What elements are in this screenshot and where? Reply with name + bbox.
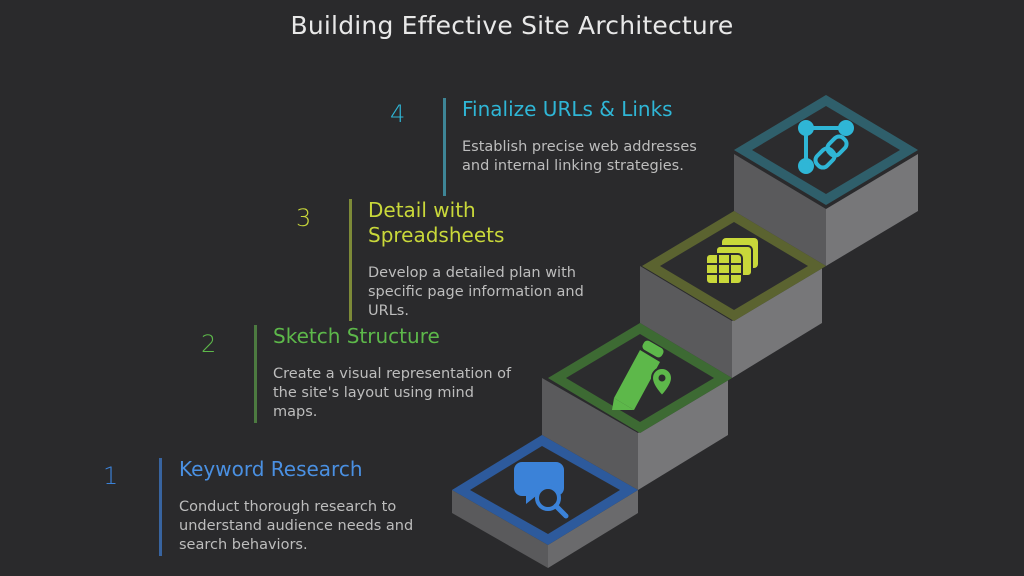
step-heading: Sketch Structure [273,324,440,348]
tile-step-4 [734,95,918,205]
step-description: Conduct thorough research to understand … [179,499,414,553]
tile-step-3 [642,211,826,321]
step-number: 4 [390,100,406,128]
step-heading: Detail with Spreadsheets [368,198,505,247]
step-description: Create a visual representation of the si… [273,366,512,420]
step-number: 1 [103,462,119,490]
chat-search-icon [514,462,569,519]
page-title: Building Effective Site Architecture [290,11,734,40]
step-divider [349,199,352,321]
step-heading: Keyword Research [179,457,363,481]
pen-pin-icon [612,340,674,410]
step-divider [443,98,446,196]
step-divider [159,458,162,556]
tile-step-2 [548,323,732,433]
step-description: Establish precise web addresses and inte… [462,139,697,174]
link-icon [798,120,854,174]
tile-step-1 [452,435,638,545]
step-divider [254,325,257,423]
step-description: Develop a detailed plan with specific pa… [368,265,584,319]
step-number: 3 [296,204,312,232]
step-number: 2 [201,330,217,358]
spreadsheets-icon [705,238,758,285]
step-heading: Finalize URLs & Links [462,97,673,121]
